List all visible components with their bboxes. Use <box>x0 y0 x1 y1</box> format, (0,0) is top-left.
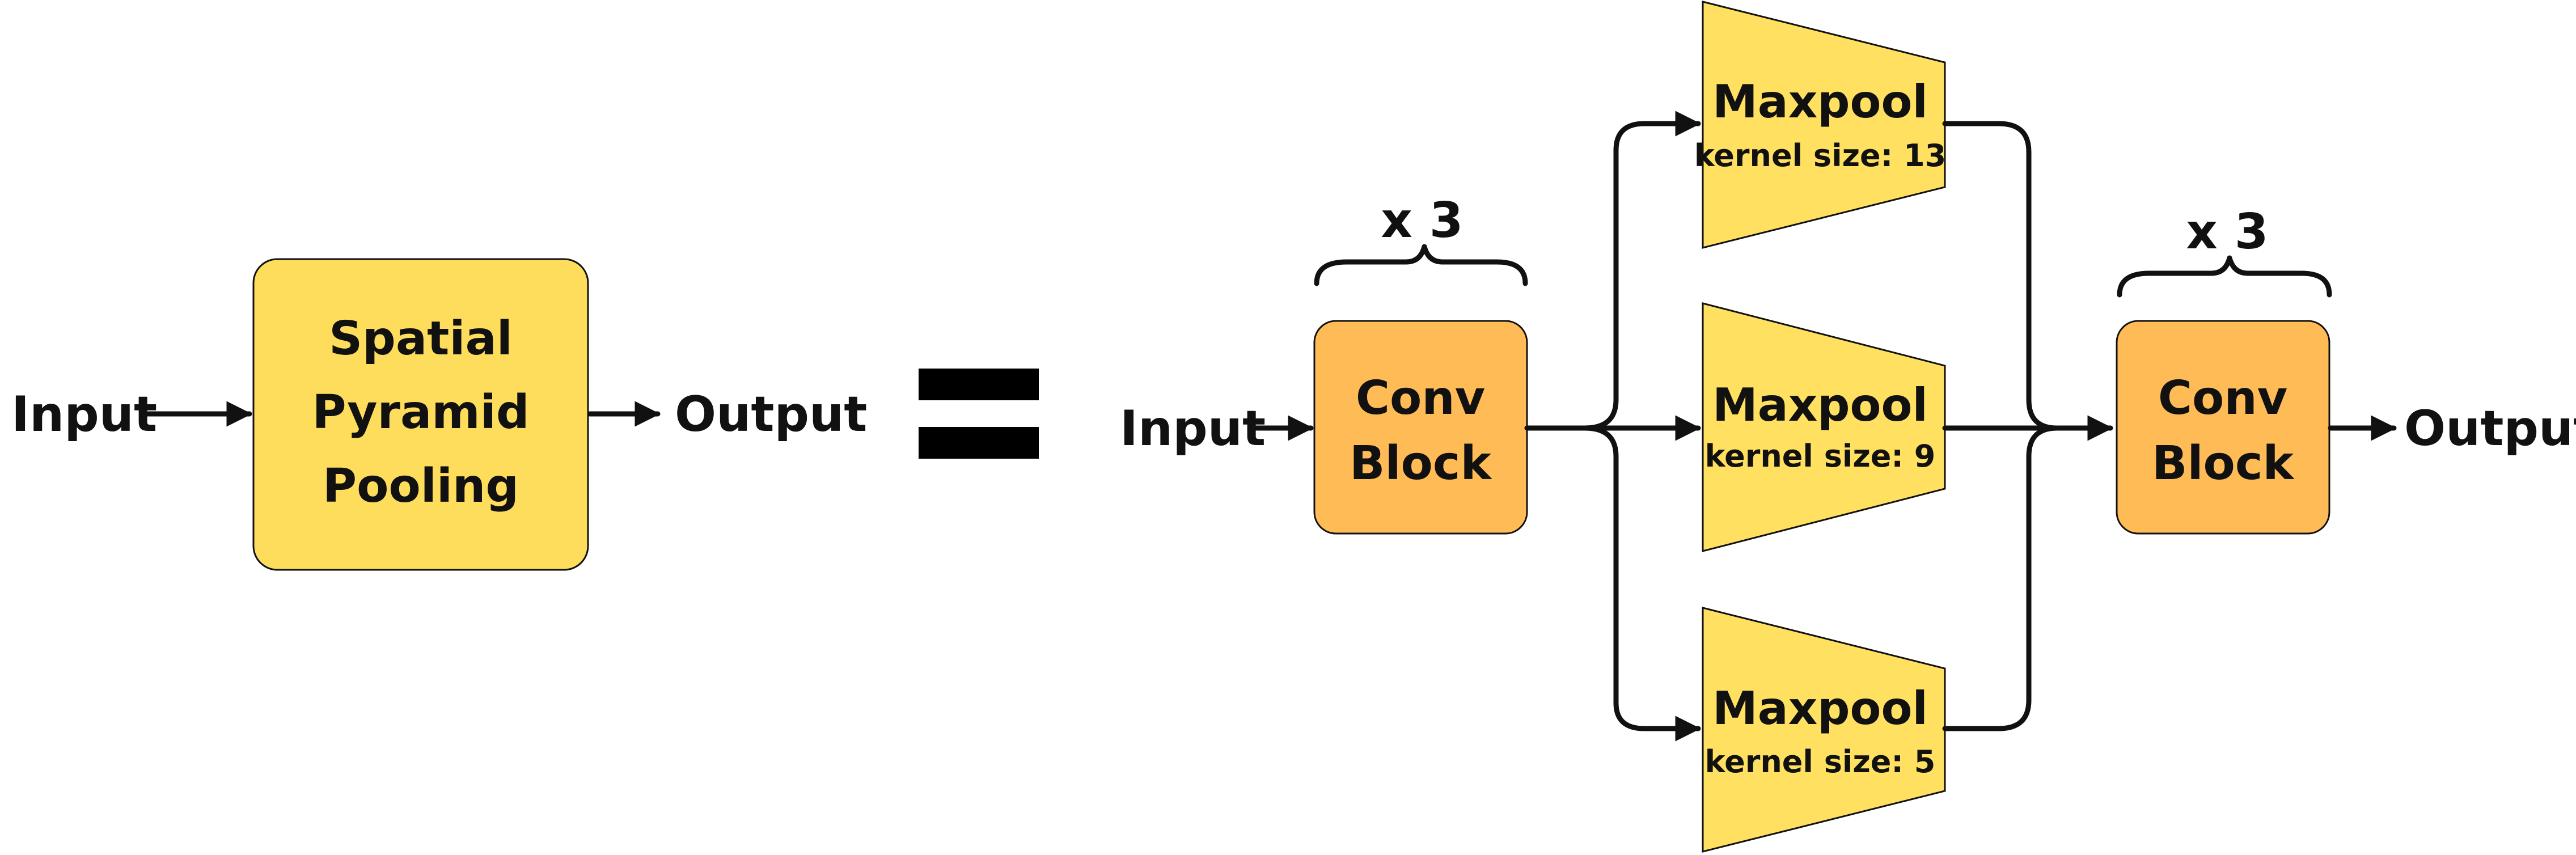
merge-line-top <box>1942 121 2060 431</box>
spp-label-line-2: Pyramid <box>312 386 529 439</box>
maxpool-13-block <box>1702 1 1946 249</box>
repeat-label-1: x 3 <box>1381 192 1463 249</box>
maxpool-5-title: Maxpool <box>1712 682 1928 735</box>
branch-line-top <box>1524 111 1701 431</box>
repeat-label-2: x 3 <box>2186 204 2268 260</box>
conv-block-2-line-2: Block <box>2152 437 2295 490</box>
right-output-label: Output <box>2404 400 2576 457</box>
maxpool-5-kernel: kernel size: 5 <box>1705 744 1936 780</box>
conv-block-1-line-1: Conv <box>1356 371 1485 425</box>
maxpool-9-title: Maxpool <box>1712 379 1928 431</box>
repeat-brace-2 <box>2117 255 2332 298</box>
spp-label-line-1: Spatial <box>329 312 513 366</box>
equals-bar-top <box>919 369 1039 400</box>
equals-bar-bottom <box>919 427 1039 459</box>
equals-sign <box>919 369 1039 459</box>
conv-block-1 <box>1313 320 1528 535</box>
conv-block-1-line-2: Block <box>1350 437 1493 490</box>
right-input-label: Input <box>1120 400 1266 457</box>
left-output-label: Output <box>675 386 867 443</box>
maxpool-13-kernel: kernel size: 13 <box>1694 138 1946 173</box>
maxpool-5-block <box>1702 607 1946 853</box>
spp-label-line-3: Pooling <box>323 459 519 513</box>
maxpool-13-title: Maxpool <box>1712 75 1928 128</box>
left-input-label: Input <box>11 386 157 443</box>
merge-line-bottom <box>1942 425 2060 731</box>
conv-block-2-line-1: Conv <box>2158 371 2287 425</box>
repeat-brace-1 <box>1314 244 1528 286</box>
maxpool-9-kernel: kernel size: 9 <box>1705 438 1936 474</box>
maxpool-9-block <box>1702 302 1946 552</box>
branch-line-bottom <box>1582 425 1701 742</box>
conv-block-2 <box>2116 320 2330 535</box>
